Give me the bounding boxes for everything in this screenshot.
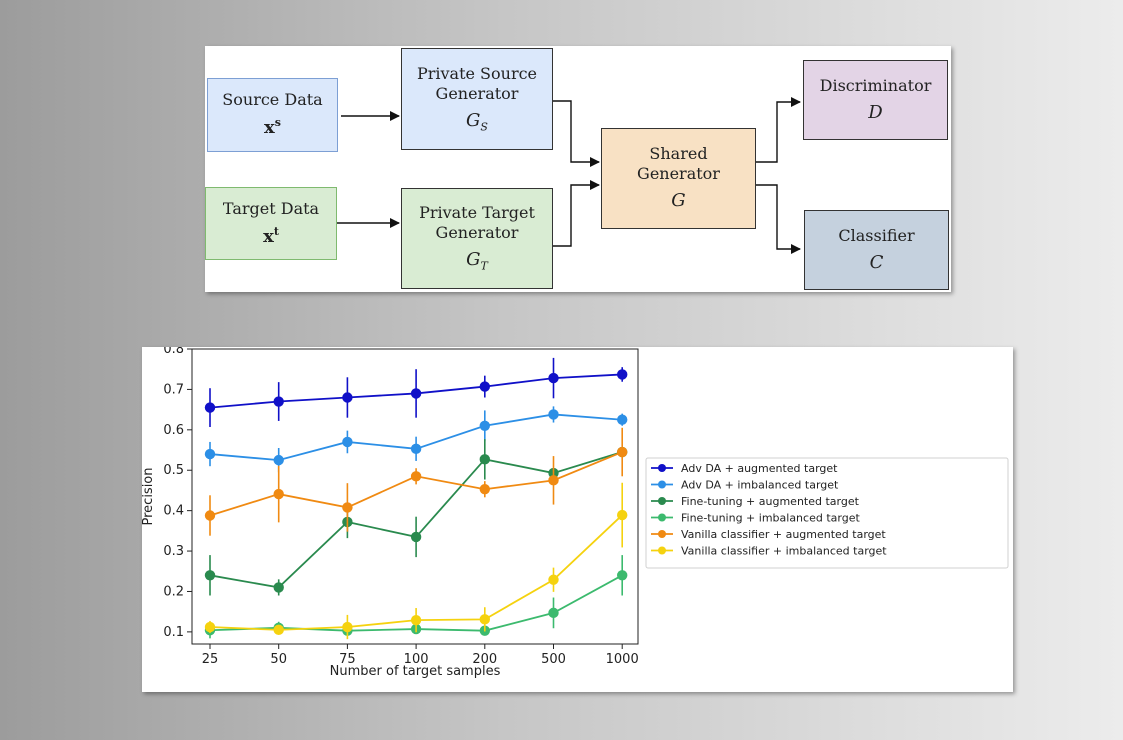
private-source-symbol: GS — [466, 109, 488, 134]
data-point — [204, 621, 216, 633]
data-point — [548, 574, 559, 585]
legend-swatch-marker — [658, 513, 666, 522]
data-point — [617, 414, 628, 425]
shared-line2: Generator — [637, 164, 720, 184]
plot-frame — [191, 348, 639, 645]
shared-line1: Shared — [649, 144, 708, 164]
data-point — [342, 502, 353, 513]
data-point — [342, 621, 353, 633]
legend-swatch-marker — [658, 530, 666, 538]
classifier-label: Classifier — [838, 225, 915, 245]
x-axis-label: Number of target samples — [330, 664, 501, 679]
private-source-generator-box: Private Source Generator GS — [401, 48, 553, 150]
source-data-label: Source Data — [222, 90, 323, 110]
source-data-box: Source Data xs — [207, 78, 338, 152]
data-point — [342, 436, 353, 448]
target-data-label: Target Data — [222, 198, 320, 218]
private-target-line1: Private Target — [419, 203, 535, 223]
data-point — [204, 448, 216, 460]
data-point — [204, 570, 216, 581]
data-point — [273, 624, 284, 636]
y-tick-label: 0.4 — [163, 504, 184, 519]
data-point — [273, 396, 284, 407]
architecture-diagram: Source Data xs Target Data xt Private So… — [205, 46, 951, 292]
data-point — [273, 582, 284, 593]
source-data-symbol: xs — [264, 116, 281, 139]
data-point — [410, 388, 422, 399]
y-tick-label: 0.1 — [163, 625, 184, 640]
y-tick-label: 0.8 — [163, 347, 184, 357]
private-target-generator-box: Private Target Generator GT — [401, 188, 553, 289]
legend-swatch-marker — [658, 546, 666, 555]
legend-box — [645, 457, 1009, 569]
private-target-symbol: GT — [466, 249, 488, 273]
shared-symbol: G — [671, 190, 686, 212]
y-tick-label: 0.7 — [163, 382, 184, 397]
discriminator-box: Discriminator D — [803, 60, 948, 140]
precision-chart-panel: 0.1 0.2 0.3 0.4 0.5 0.6 0.7 0.8 25 50 75 100 200 500 1… — [142, 347, 1013, 692]
x-tick-label: 25 — [202, 652, 219, 667]
data-point — [342, 392, 353, 403]
y-tick-label: 0.3 — [163, 544, 184, 559]
data-point — [479, 454, 490, 465]
x-tick-label: 75 — [339, 652, 356, 667]
data-point — [548, 409, 559, 420]
private-target-line2: Generator — [435, 223, 519, 243]
data-point — [479, 614, 490, 625]
data-point — [617, 509, 628, 521]
private-source-line2: Generator — [435, 83, 519, 103]
legend-swatch-marker — [658, 464, 666, 472]
private-source-line1: Private Source — [416, 63, 538, 83]
data-point — [617, 369, 628, 380]
legend-label: Vanilla classifier + imbalanced target — [681, 545, 887, 558]
legend-label: Fine-tuning + imbalanced target — [681, 512, 860, 525]
y-tick-label: 0.6 — [163, 423, 184, 438]
data-point — [410, 614, 422, 626]
legend-label: Vanilla classifier + augmented target — [681, 528, 886, 541]
diagram-arrows — [337, 97, 801, 254]
data-point — [410, 531, 422, 543]
y-axis-label: Precision — [142, 467, 156, 525]
discriminator-symbol: D — [868, 101, 883, 123]
classifier-box: Classifier C — [804, 210, 949, 290]
data-point — [548, 372, 559, 384]
x-tick-label: 1000 — [606, 652, 639, 667]
data-point — [548, 475, 559, 486]
arrow-shared-to-classifier — [756, 184, 801, 254]
legend-swatch-marker — [658, 480, 666, 489]
classifier-symbol: C — [869, 251, 884, 273]
precision-chart: 0.1 0.2 0.3 0.4 0.5 0.6 0.7 0.8 25 50 75 100 200 500 1… — [142, 347, 1009, 679]
x-tick-label: 100 — [404, 652, 429, 667]
y-tick-label: 0.2 — [163, 584, 184, 599]
data-point — [273, 454, 284, 466]
data-point — [204, 510, 216, 521]
x-tick-label: 200 — [472, 652, 497, 667]
data-point — [617, 570, 628, 581]
legend-label: Fine-tuning + augmented target — [681, 495, 860, 508]
data-point — [479, 484, 490, 495]
data-point — [410, 471, 422, 482]
data-point — [410, 443, 422, 455]
data-point — [273, 488, 284, 500]
data-point — [548, 607, 559, 619]
arrow-shared-to-discriminator — [756, 97, 801, 163]
legend-label: Adv DA + augmented target — [681, 462, 838, 475]
y-tick-label: 0.5 — [163, 463, 184, 478]
legend-swatch-marker — [658, 497, 666, 505]
x-tick-label: 500 — [541, 652, 566, 667]
arrow-private-source-to-shared — [553, 100, 600, 167]
data-point — [617, 446, 628, 458]
arrow-private-target-to-shared — [553, 180, 600, 247]
x-tick-label: 50 — [270, 652, 287, 667]
data-point — [204, 402, 216, 413]
data-point — [479, 381, 490, 392]
discriminator-label: Discriminator — [819, 75, 932, 95]
data-point — [479, 420, 490, 431]
legend-label: Adv DA + imbalanced target — [681, 479, 839, 492]
target-data-symbol: xt — [263, 224, 279, 247]
target-data-box: Target Data xt — [205, 187, 337, 260]
shared-generator-box: Shared Generator G — [601, 128, 756, 229]
